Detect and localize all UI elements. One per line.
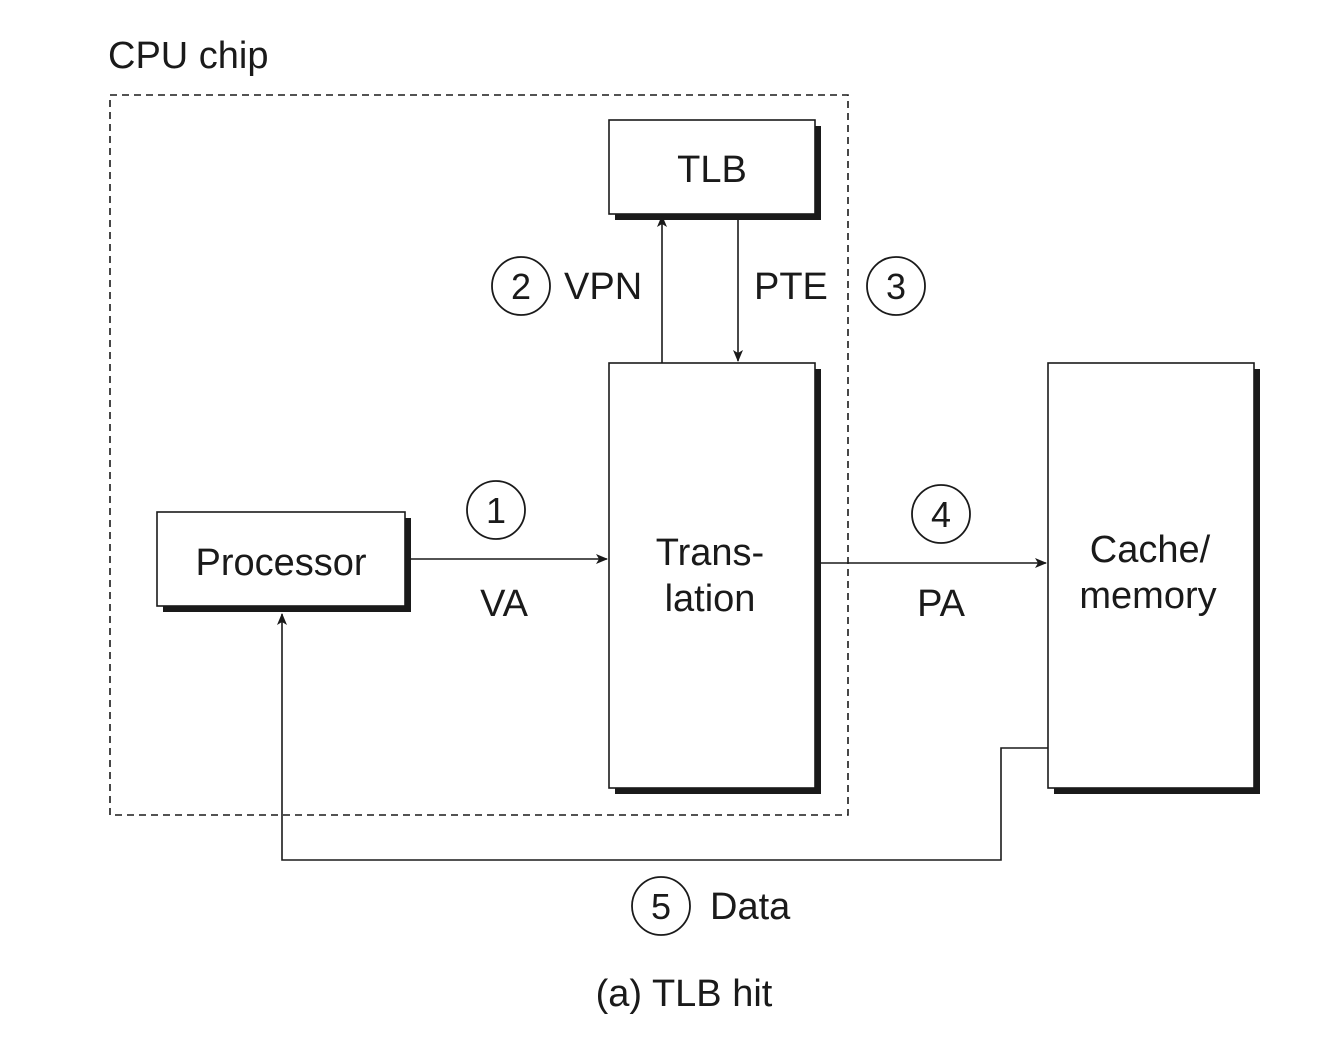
cpu-chip-boundary xyxy=(109,94,849,816)
step-3-marker: 3 xyxy=(866,256,926,316)
tlb-label: TLB xyxy=(677,149,747,191)
data-arrow xyxy=(277,613,1048,861)
cache-memory-block: Cache/ memory xyxy=(1047,362,1260,794)
translation-block: Trans- lation xyxy=(608,362,821,794)
step-5-number: 5 xyxy=(651,886,671,927)
processor-block: Processor xyxy=(156,511,411,612)
step-4-number: 4 xyxy=(931,494,951,535)
cache-label-line1: Cache/ xyxy=(1090,529,1211,571)
step-1-marker: 1 xyxy=(466,480,526,540)
step-5-label: Data xyxy=(710,886,791,928)
tlb-block: TLB xyxy=(608,119,821,220)
translation-label-line2: lation xyxy=(665,578,756,620)
step-4-marker: 4 xyxy=(911,484,971,544)
step-1-number: 1 xyxy=(486,490,506,531)
processor-label: Processor xyxy=(195,542,366,584)
step-2-number: 2 xyxy=(511,266,531,307)
step-4-label: PA xyxy=(917,583,966,625)
step-1-label: VA xyxy=(480,583,529,625)
step-2-label: VPN xyxy=(564,266,642,308)
cache-label-line2: memory xyxy=(1079,575,1216,617)
step-3-label: PTE xyxy=(754,266,828,308)
step-3-number: 3 xyxy=(886,266,906,307)
step-5-marker: 5 xyxy=(631,876,691,936)
step-2-marker: 2 xyxy=(491,256,551,316)
translation-label-line1: Trans- xyxy=(656,532,764,574)
figure-caption: (a) TLB hit xyxy=(596,973,773,1015)
cpu-chip-label: CPU chip xyxy=(108,35,269,77)
